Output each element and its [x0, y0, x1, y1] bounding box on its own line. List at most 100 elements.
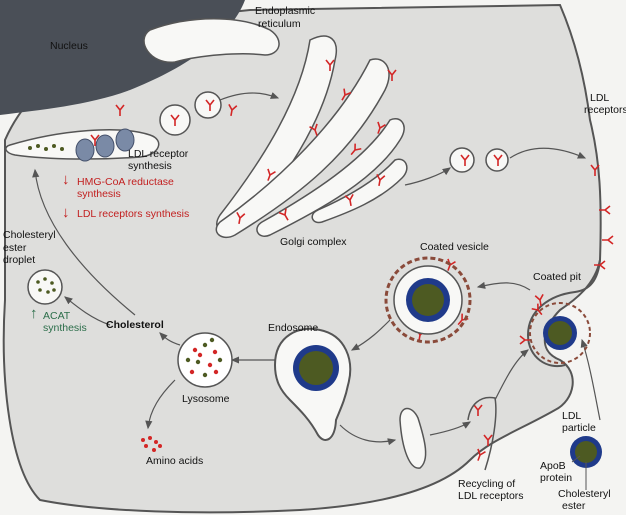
golgi-complex: [215, 35, 408, 239]
amino-acid-dots: [141, 436, 162, 452]
receptor-glyph: [477, 448, 486, 461]
coated-pit-ldl-core: [548, 321, 572, 345]
lysosome-dot: [189, 369, 195, 375]
nucleus-label: Nucleus: [50, 40, 88, 52]
coated-pit: [529, 302, 591, 364]
receptor-glyph: [350, 143, 362, 156]
apob-label-line2: protein: [540, 472, 573, 484]
coated-vesicle-label: Coated vesicle: [420, 241, 489, 253]
ldlr-down-arrow: ↓: [62, 204, 70, 221]
receptor-glyph: [590, 164, 600, 176]
ldl-receptors-label-line2: receptors: [584, 104, 626, 116]
cholesteryl-droplet-line3: droplet: [3, 254, 36, 266]
receptor-glyph: [594, 260, 606, 270]
receptor-glyph: [493, 154, 503, 166]
apob-pointer: [571, 455, 581, 463]
receptor-glyph: [228, 103, 238, 117]
coated-pit-membrane: [526, 259, 601, 368]
acat-label-line1: ACAT: [43, 310, 71, 322]
receptor-glyph: [267, 168, 276, 181]
ldl-receptors-label-line1: LDL: [590, 92, 610, 104]
ldl-receptors-synthesis-label: LDL receptors synthesis: [77, 208, 190, 220]
cholesteryl-ester-label-line1: Cholesteryl: [558, 488, 611, 500]
cholesterol-label: Cholesterol: [106, 319, 164, 331]
er-label-line2: reticulum: [258, 18, 301, 30]
hmg-label-line1: HMG-CoA reductase: [77, 176, 174, 188]
lysosome-dot: [197, 352, 203, 358]
ldl-particle-label-line2: particle: [562, 422, 596, 434]
ldl-receptor-synthesis-line1: LDL receptor: [128, 148, 189, 160]
er-to-golgi-arrow: [219, 92, 280, 101]
receptor-glyph: [377, 121, 386, 134]
lysosome-dot: [213, 369, 219, 375]
receptor-glyph: [205, 99, 215, 111]
hmg-down-arrow: ↓: [62, 171, 70, 188]
cholesteryl-ester-droplet: [27, 269, 63, 305]
lysosome-to-cholesterol-arrow: [159, 332, 181, 346]
receptor-glyph: [534, 293, 544, 307]
receptor-glyph: [483, 434, 493, 446]
lysosome-dot: [212, 349, 218, 355]
recycling-vesicle: [399, 407, 427, 469]
vesicle-to-endosome-arrow: [350, 319, 391, 351]
receptor-glyph: [90, 134, 100, 146]
droplet-dots: [36, 277, 56, 294]
lysosome-dot: [185, 357, 191, 363]
cholesteryl-droplet-line1: Cholesteryl: [3, 229, 56, 241]
lysosome-dot: [217, 357, 223, 363]
hmg-label-line2: synthesis: [77, 188, 121, 200]
lysosome-dot: [192, 347, 198, 353]
receptor-glyph: [473, 404, 483, 416]
endosome: [273, 327, 352, 441]
ldl-entry-arrow: [580, 338, 601, 421]
lysosome-to-aminoacids-arrow: [145, 379, 176, 430]
recycling-arrow-2: [429, 421, 472, 436]
endosome-label: Endosome: [268, 322, 319, 334]
cholesterol-to-er-arrow: [32, 168, 136, 316]
receptor-glyph: [344, 193, 354, 207]
lysosome-dot: [202, 372, 208, 378]
pit-to-vesicle-arrow: [476, 281, 531, 291]
receptor-glyph: [460, 154, 470, 166]
ldl-particle-label-line1: LDL: [562, 410, 582, 422]
cholesterol-to-droplet-arrow: [64, 296, 111, 326]
lysosome-contents: [185, 337, 223, 378]
acat-label-line2: synthesis: [43, 322, 87, 334]
recycling-label-line2: LDL receptors: [458, 490, 524, 502]
golgi-to-membrane-arrow: [404, 167, 451, 186]
lysosome-dot: [209, 337, 215, 343]
receptor-glyph: [376, 173, 386, 187]
lysosome-label: Lysosome: [182, 393, 230, 405]
apob-label-line1: ApoB: [540, 460, 566, 472]
coated-vesicle: [384, 256, 472, 344]
lysosome-dot: [202, 342, 208, 348]
recycling-membrane-fold: [467, 396, 497, 471]
recycling-to-pit-arrow: [494, 349, 529, 401]
receptor-glyph: [278, 208, 289, 221]
ldl-receptor-synthesis-line2: synthesis: [128, 160, 172, 172]
receptor-glyph: [387, 69, 397, 81]
vesicle-to-membrane-arrow: [509, 147, 587, 159]
receptor-glyph: [325, 59, 335, 71]
receptor-glyph: [531, 303, 543, 316]
amino-acids-label: Amino acids: [146, 455, 204, 467]
receptor-glyph: [115, 104, 125, 116]
golgi-label: Golgi complex: [280, 236, 347, 248]
ribosomes: [75, 128, 135, 162]
acat-up-arrow: ↑: [30, 305, 38, 322]
receptor-glyph: [309, 123, 318, 136]
er-lipid-dots: [28, 144, 64, 151]
receptor-glyph: [341, 88, 352, 101]
lysosome-dot: [195, 359, 201, 365]
cholesteryl-droplet-line2: ester: [3, 242, 27, 254]
er-label-line1: Endoplasmic: [255, 5, 316, 17]
cholesteryl-ester-label-line2: ester: [562, 500, 586, 512]
recycling-label-line1: Recycling of: [458, 478, 516, 490]
receptor-glyph: [236, 211, 246, 225]
receptor-glyph: [170, 114, 180, 126]
lysosome-dot: [207, 362, 213, 368]
recycling-arrow-1: [339, 424, 397, 446]
receptor-glyph: [599, 205, 611, 215]
